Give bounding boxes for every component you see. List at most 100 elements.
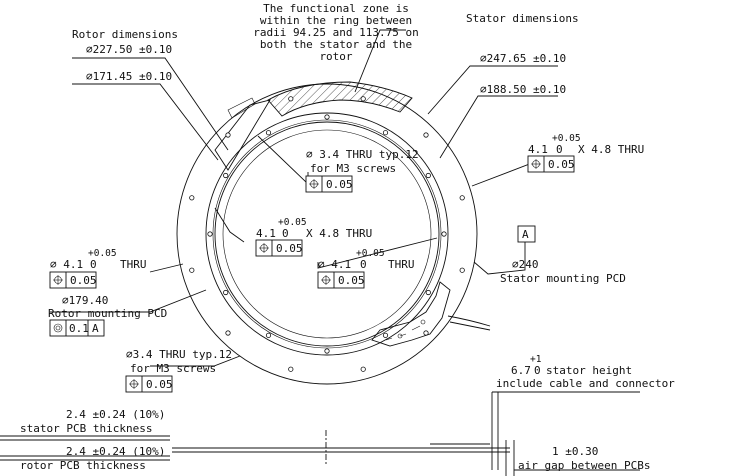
rotor-ring xyxy=(205,112,449,356)
tol: 0.05 xyxy=(326,178,353,191)
rotor-screw-hole xyxy=(382,130,389,136)
functional-zone-hatch xyxy=(267,81,413,117)
stator-holes xyxy=(189,96,465,372)
fz-line-2: within the ring between xyxy=(260,14,412,27)
line2: for M3 screws xyxy=(310,162,396,175)
stator-screw-hole xyxy=(288,366,294,372)
leader-lines xyxy=(50,29,561,367)
rotor-screw-hole xyxy=(223,172,229,179)
stator-pcb-label: stator PCB thickness xyxy=(20,422,152,435)
sup: +0.05 xyxy=(552,133,581,144)
dim-d171: ∅171.45 ±0.10 xyxy=(86,70,172,83)
rotor-screw-hole xyxy=(441,231,447,237)
rotor-screw-hole xyxy=(425,172,431,179)
fz-line-5: rotor xyxy=(319,50,352,63)
fz-line-3: radii 94.25 and 113.75 on xyxy=(253,26,419,39)
stator-screw-hole xyxy=(225,330,231,336)
zero: 0 xyxy=(360,258,367,271)
suffix: THRU xyxy=(388,258,415,271)
zero: 0 xyxy=(534,364,541,377)
rotor-dimensions-title: Rotor dimensions xyxy=(72,28,178,41)
stator-dimensions-title: Stator dimensions xyxy=(466,12,579,25)
air-gap-value: 1 ±0.30 xyxy=(552,445,598,458)
rotor-screw-hole xyxy=(425,289,431,296)
label: stator height xyxy=(546,364,632,377)
concentricity-frame: 0.1 A xyxy=(49,319,105,337)
stator-screw-hole xyxy=(360,366,366,372)
stator-screw-hole xyxy=(225,132,231,138)
gdt-frame xyxy=(125,375,173,393)
dim-d240: ∅240 xyxy=(512,258,539,271)
stator-screw-hole xyxy=(189,267,195,273)
callout-hole-41-left: +0.05 ∅ 4.1 0 THRU 0.05 xyxy=(49,248,147,289)
rotor-cutaway xyxy=(214,99,271,171)
dim-d227: ∅227.50 ±0.10 xyxy=(86,43,172,56)
zero: 0 xyxy=(90,258,97,271)
callout-m3-bottom: ∅3.4 THRU typ.12 for M3 screws 0.05 xyxy=(125,348,232,393)
stator-screw-hole xyxy=(288,96,294,102)
dia: 4.1 xyxy=(256,227,276,240)
sup: +0.05 xyxy=(356,248,385,259)
rotor-pcd-label: Rotor mounting PCD xyxy=(48,307,167,320)
value: 6.7 xyxy=(511,364,531,377)
suffix: THRU xyxy=(120,258,147,271)
rotor-pcb-value: 2.4 ±0.24 (10%) xyxy=(66,445,165,458)
gdt-frame xyxy=(255,239,303,257)
zero: 0 xyxy=(556,143,563,156)
functional-zone-note: The functional zone is within the ring b… xyxy=(253,2,419,63)
tol: 0.05 xyxy=(276,242,303,255)
concentricity-datum: A xyxy=(92,322,99,335)
rotor-screw-hole xyxy=(382,332,389,338)
gdt-frame xyxy=(305,175,353,193)
rotor-screw-hole xyxy=(324,114,330,120)
rotor-screw-hole xyxy=(265,130,272,136)
rotor-screw-hole xyxy=(324,348,330,354)
dim-d179: ∅179.40 xyxy=(62,294,108,307)
datum-a: A xyxy=(517,225,536,243)
dia: ∅ 4.1 xyxy=(50,258,83,271)
fz-line-1: The functional zone is xyxy=(263,2,409,15)
rotor-screw-hole xyxy=(265,332,272,338)
stator-height-callout: +1 6.7 0 stator height include cable and… xyxy=(496,354,675,390)
callout-m3-top: ∅ 3.4 THRU typ.12 for M3 screws 0.05 xyxy=(305,148,419,193)
callout-hole-41-center: +0.05 4.1 0 X 4.8 THRU 0.05 xyxy=(255,217,372,257)
tol: 0.05 xyxy=(338,274,365,287)
stator-pcb-value: 2.4 ±0.24 (10%) xyxy=(66,408,165,421)
stator-screw-hole xyxy=(189,195,195,201)
stator-pcd-label: Stator mounting PCD xyxy=(500,272,626,285)
tol: 0.05 xyxy=(548,158,575,171)
rotor-screw-hole xyxy=(223,289,229,296)
callout-hole-41-right: +0.05 4.1 0 X 4.8 THRU 0.05 xyxy=(527,133,644,173)
sup: +0.05 xyxy=(88,248,117,259)
line2: for M3 screws xyxy=(130,362,216,375)
suffix: X 4.8 THRU xyxy=(306,227,372,240)
dia: ∅ 4.1 xyxy=(318,258,351,271)
rotor-screw-hole xyxy=(207,231,213,237)
callout-hole-41-mid: +0.05 ∅ 4.1 0 THRU 0.05 xyxy=(317,248,415,289)
note: include cable and connector xyxy=(496,377,675,390)
suffix: X 4.8 THRU xyxy=(578,143,644,156)
dia: 4.1 xyxy=(528,143,548,156)
dim-d188: ∅188.50 ±0.10 xyxy=(480,83,566,96)
gdt-frame xyxy=(317,271,365,289)
line1: ∅3.4 THRU typ.12 xyxy=(126,348,232,361)
rotor-holes xyxy=(207,114,447,354)
air-gap-label: air gap between PCBs xyxy=(518,459,650,472)
stator-screw-hole xyxy=(459,195,465,201)
side-view xyxy=(0,391,640,476)
gdt-frame xyxy=(527,155,575,173)
datum-letter: A xyxy=(522,228,529,241)
line1: ∅ 3.4 THRU typ.12 xyxy=(306,148,419,161)
stator-screw-hole xyxy=(459,267,465,273)
sup: +0.05 xyxy=(278,217,307,228)
concentricity-tol: 0.1 xyxy=(69,322,89,335)
rotor-pcb-label: rotor PCB thickness xyxy=(20,459,146,472)
stator-screw-hole xyxy=(423,330,429,336)
stator-screw-hole xyxy=(360,96,366,102)
fz-line-4: both the stator and the xyxy=(260,38,412,51)
stator-connector xyxy=(371,281,491,347)
tol: 0.05 xyxy=(70,274,97,287)
tol: 0.05 xyxy=(146,378,173,391)
